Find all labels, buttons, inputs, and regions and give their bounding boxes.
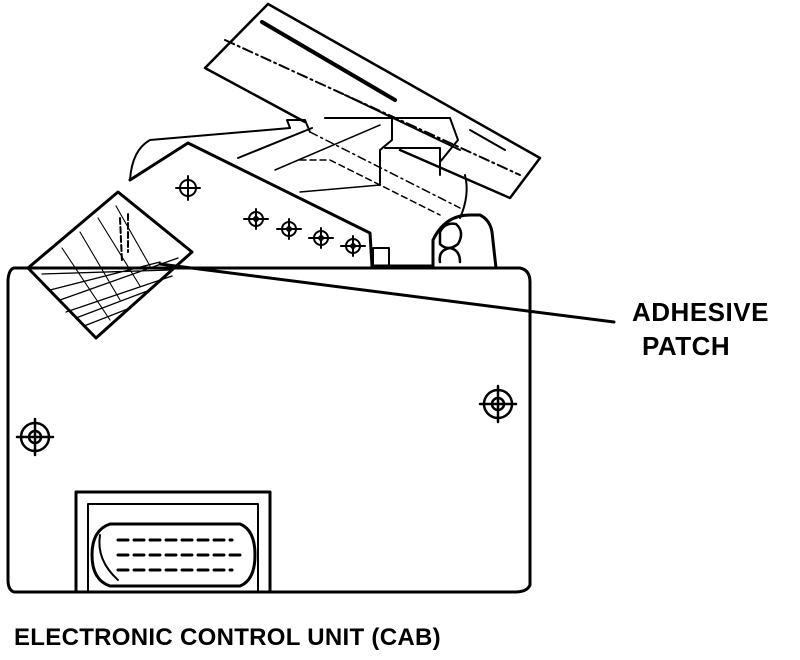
- upper-connector-body: [266, 2, 542, 200]
- housing-screw-right: [478, 384, 518, 424]
- bracket-tab: [372, 247, 390, 267]
- adhesive-patch: [26, 190, 194, 340]
- rivet-3: [308, 227, 334, 249]
- housing-screw-left: [15, 417, 55, 457]
- ecu-housing: [6, 266, 532, 594]
- rivet-1: [243, 208, 269, 230]
- rivet-4: [340, 235, 366, 257]
- bracket-fastener-1: [175, 175, 201, 201]
- rivet-2: [276, 218, 302, 240]
- callout-label-line2: PATCH: [642, 331, 731, 361]
- callout-leader: [158, 262, 616, 324]
- figure-caption: ELECTRONIC CONTROL UNIT (CAB): [14, 624, 441, 651]
- callout-label-line1: ADHESIVE: [632, 297, 769, 327]
- wire-loop: [129, 127, 291, 181]
- latch-hook: [438, 222, 463, 250]
- bottom-connector: [74, 490, 272, 594]
- mounting-bracket: [128, 141, 498, 270]
